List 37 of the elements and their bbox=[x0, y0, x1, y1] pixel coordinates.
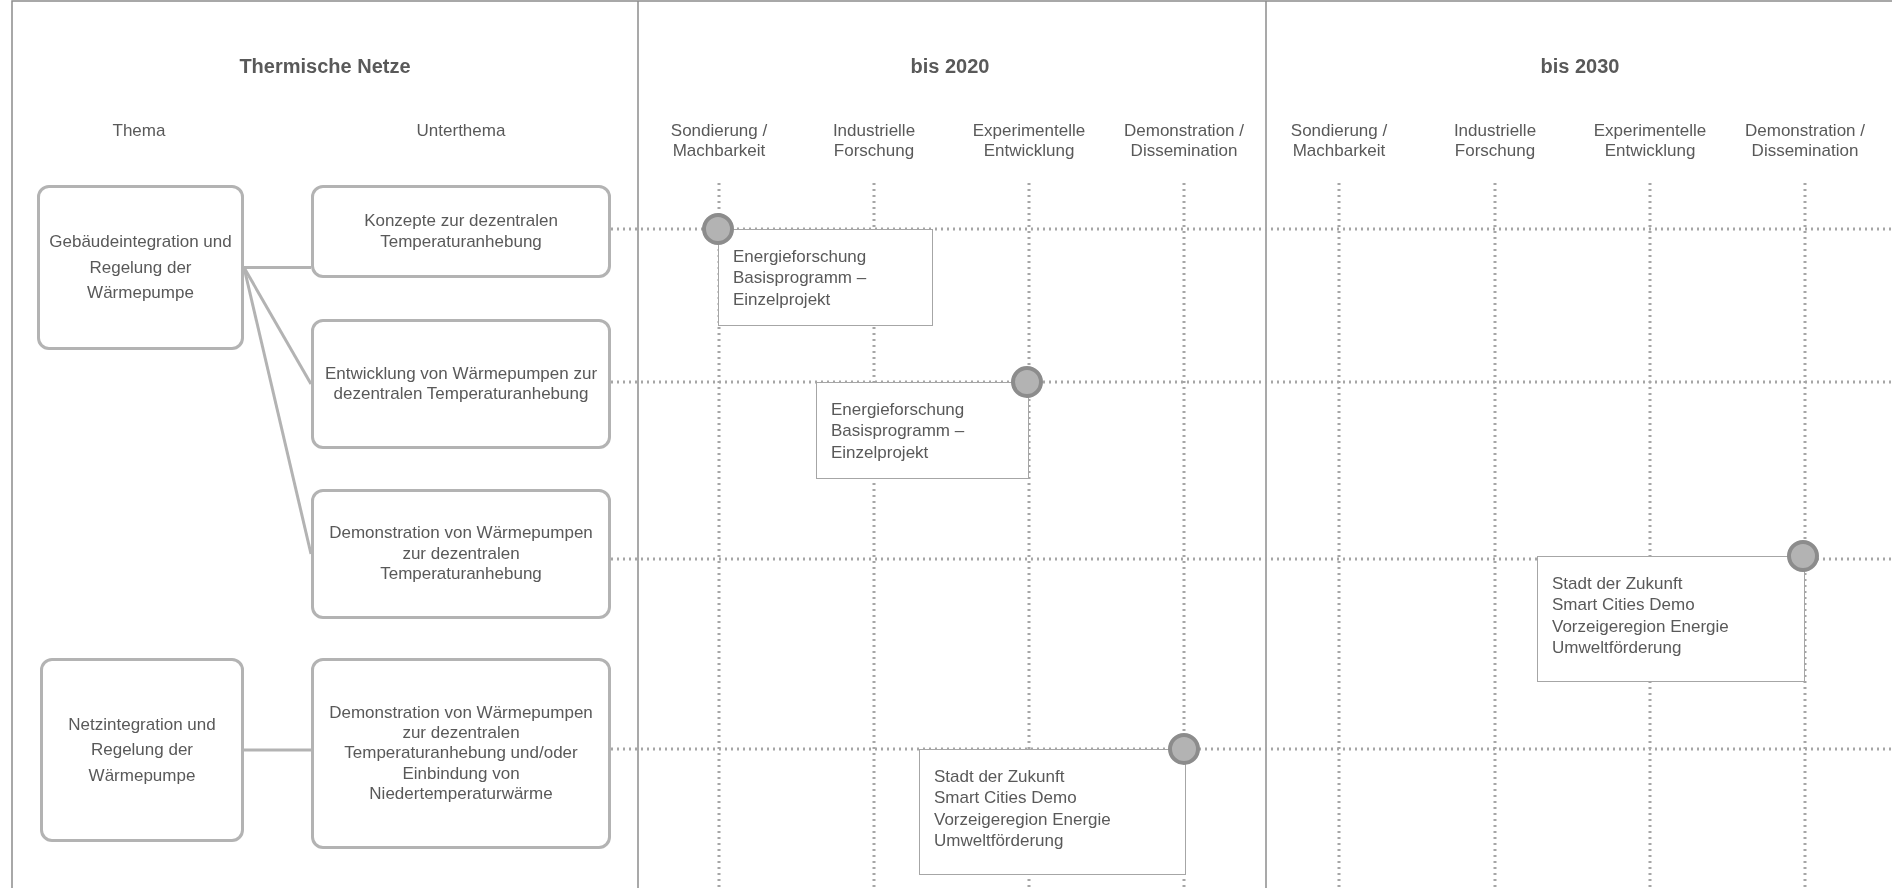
topic-box: Netzintegration und Regelung der Wärmepumpe bbox=[40, 658, 244, 842]
program-name: Smart Cities Demo bbox=[934, 787, 1078, 809]
milestone-circle bbox=[1168, 733, 1200, 765]
subtopic-box: Demonstration von Wärmepumpen zur dezentralen Temperaturanhebung und/oder Einbindung von Niedertemperaturwärme bbox=[311, 658, 611, 849]
milestone-circle bbox=[1011, 366, 1043, 398]
connector-line bbox=[244, 266, 311, 269]
phase-heading: Industrielle Forschung bbox=[1452, 121, 1538, 162]
phase-heading: Industrielle Forschung bbox=[831, 121, 917, 162]
program-name: Smart Cities Demo bbox=[1552, 594, 1696, 616]
program-name: Vorzeigeregion Energie bbox=[934, 808, 1112, 830]
milestone-circle bbox=[1787, 540, 1819, 572]
milestone-circle bbox=[702, 213, 734, 245]
program-name: Umweltförderung bbox=[1552, 636, 1683, 658]
connector-line bbox=[244, 748, 311, 752]
program-box bbox=[919, 749, 1186, 875]
phase-heading: Sondierung / Machbarkeit bbox=[669, 121, 769, 162]
program-name: Stadt der Zukunft bbox=[934, 766, 1066, 788]
program-name: Stadt der Zukunft bbox=[1552, 573, 1684, 595]
subtopic-box: Entwicklung von Wärmepumpen zur dezentralen Temperaturanhebung bbox=[311, 319, 611, 449]
subtopic-box: Konzepte zur dezentralen Temperaturanhebung bbox=[311, 185, 611, 278]
phase-heading: Sondierung / Machbarkeit bbox=[1289, 121, 1389, 162]
program-name: Umweltförderung bbox=[934, 829, 1065, 851]
subtopic-box: Demonstration von Wärmepumpen zur dezentralen Temperaturanhebung bbox=[311, 489, 611, 619]
program-box: Energieforschung Basisprogramm – Einzelprojekt bbox=[718, 229, 933, 326]
program-name: Vorzeigeregion Energie bbox=[1552, 615, 1730, 637]
topic-box: Gebäudeintegration und Regelung der Wärmepumpe bbox=[37, 185, 244, 350]
program-box bbox=[1537, 556, 1805, 682]
column-subheading: Thema bbox=[111, 121, 167, 142]
phase-heading: Demonstration / Dissemination bbox=[1123, 121, 1245, 162]
phase-heading: Demonstration / Dissemination bbox=[1744, 121, 1866, 162]
phase-heading: Experimentelle Entwicklung bbox=[971, 121, 1087, 162]
phase-heading: Experimentelle Entwicklung bbox=[1592, 121, 1708, 162]
period-heading: bis 2020 bbox=[909, 54, 991, 78]
column-subheading: Unterthema bbox=[415, 121, 507, 142]
column-heading: Thermische Netze bbox=[238, 54, 412, 78]
program-box: Energieforschung Basisprogramm – Einzelprojekt bbox=[816, 382, 1029, 479]
period-heading: bis 2030 bbox=[1539, 54, 1621, 78]
